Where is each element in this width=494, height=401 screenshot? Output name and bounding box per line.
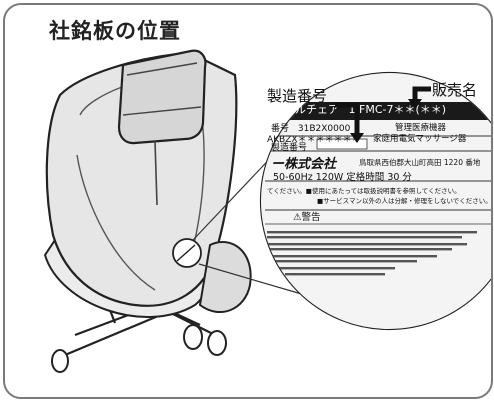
plate-serial-label: 製造番号 <box>271 143 308 153</box>
serial-number-callout: 製造番号 <box>267 87 328 105</box>
plate-product-line: イカルチェア <box>273 103 339 116</box>
caster-wheels <box>51 324 227 373</box>
plate-category-2: 家庭用電気マッサージ器 <box>373 134 467 144</box>
page-title: 社銘板の位置 <box>49 19 181 43</box>
plate-address: 鳥取県西伯郡大山町高田 1220 番地 <box>359 158 481 167</box>
chair-armrest <box>198 240 252 314</box>
plate-model-prefix: 1 FMC-7 <box>348 103 394 116</box>
serial-number-box <box>316 138 368 150</box>
plate-code: AKBZX＊＊＊＊＊＊＊ <box>267 135 361 145</box>
plate-notice-1: てください。■使用にあたっては取扱説明書を参照してください。 <box>267 187 461 195</box>
headrest-pillow <box>117 49 207 145</box>
plate-header-band <box>261 102 491 120</box>
seller-name-callout: 販売名 <box>432 81 478 99</box>
plate-reg-label: 番号 <box>271 124 290 134</box>
plate-power-rating: 50-60Hz 120W 定格時間 30 分 <box>273 172 412 183</box>
plate-category-1: 管理医療機器 <box>395 123 447 133</box>
illustration-frame: 社銘板の位置 <box>3 3 493 399</box>
plate-model-suffix: ＊＊(＊＊) <box>393 103 447 116</box>
plate-reg-value: 31B2X0000 <box>297 124 351 134</box>
massage-chair-illustration <box>43 49 331 373</box>
nameplate-text: イカルチェア 1 FMC-7＊＊(＊＊) 番号 31B2X0000 管理医療機器… <box>267 101 492 301</box>
plate-warning: ⚠警告 <box>293 212 321 223</box>
plate-company: ー株式会社 <box>271 157 337 172</box>
plate-notice-2: ■サービスマン以外の人は分解・修理をしないでください。 <box>317 197 492 205</box>
nameplate-zoom-circle <box>259 71 491 331</box>
